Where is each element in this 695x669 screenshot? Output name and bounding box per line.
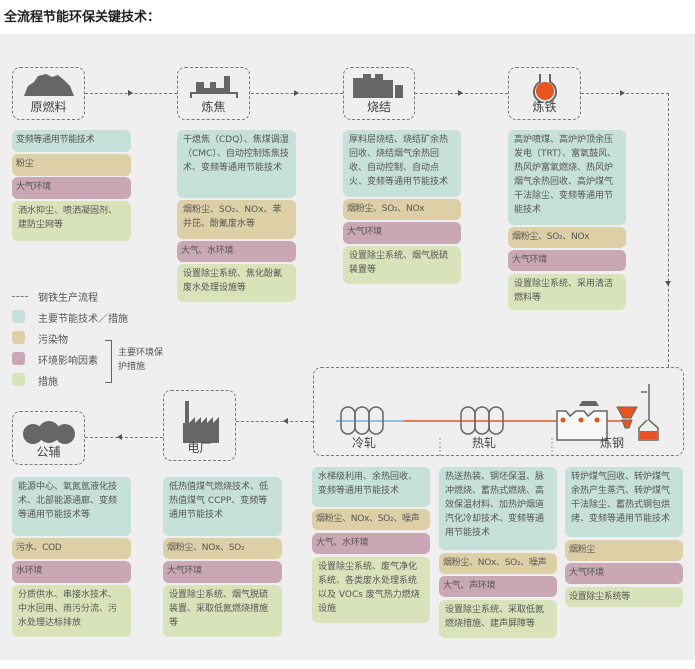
node-rolling-steelmaking: 冷轧 热轧 炼钢 [313, 367, 684, 457]
ore-pile-icon [23, 74, 74, 96]
iron-energy-saving-card: 高炉喷煤、高炉炉顶余压发电（TRT）、富氧鼓风、热风炉富氧燃烧、热风炉烟气余热回… [508, 130, 626, 225]
sinter-pollutant-card: 烟粉尘、SO₂、NOx [343, 199, 461, 220]
sinter-measure-card: 设置除尘系统、烟气脱硫装置等 [343, 246, 461, 284]
hot-environmental-impact-card: 大气、声环境 [439, 576, 557, 597]
power-pollutant-card: 烟粉尘、NOx、SO₂ [163, 538, 282, 559]
node-coking: 炼焦 [177, 67, 250, 120]
legend-bracket-label: 主要环境保护措施 [118, 348, 164, 372]
legend-energy-label: 主要节能技术／措施 [38, 314, 128, 325]
coking-energy-saving-card: 干熄焦（CDQ）、焦煤调湿（CMC）、自动控制炼焦技术、变频等通用节能技术 [177, 130, 296, 198]
power-environmental-impact-card: 大气环境 [163, 561, 282, 583]
steel-measure-card: 设置除尘系统等 [565, 587, 683, 607]
sinter-environmental-impact-card: 大气环境 [343, 222, 461, 244]
cold-energy-saving-card: 水梯级利用、余热回收、变频等通用节能技术 [312, 467, 430, 507]
flow-arrow [283, 418, 288, 424]
flow-line [668, 93, 669, 367]
flow-arrow [128, 90, 133, 96]
hot-measure-card: 设置除尘系统、采取低氮燃烧措施、建声屏障等 [439, 600, 557, 638]
blast-furnace-flask-icon [532, 74, 557, 102]
node-power-plant: 电厂 [163, 390, 236, 461]
node-raw-materials: 原燃料 [12, 67, 85, 120]
power-measure-card: 设置除尘系统、烟气脱硫装置、采取低氮燃烧措施等 [163, 585, 282, 637]
utility-pollutant-card: 污水、COD [12, 538, 131, 559]
raw-environmental-impact-card: 大气环境 [12, 177, 131, 199]
node-label: 电厂 [187, 441, 212, 455]
iron-environmental-impact-card: 大气环境 [508, 250, 626, 271]
legend-bracket [105, 340, 112, 383]
coking-measure-card: 设置除尘系统、焦化酚氰废水处理设施等 [177, 264, 296, 302]
utility-energy-saving-card: 能源中心、氧氮氩液化技术、北部能源通廊、变频等通用节能技术等 [12, 477, 131, 536]
legend-flow-label: 钢铁生产流程 [38, 293, 98, 304]
flow-arrow [620, 90, 625, 96]
legend-swatch-energy [12, 310, 25, 323]
steel-environmental-impact-card: 大气环境 [565, 563, 683, 584]
utility-environmental-impact-card: 水环境 [12, 561, 131, 583]
rolling-steelmaking-illustration [336, 384, 659, 457]
hot-energy-saving-card: 热送热装、钢坯保温、脉冲燃烧、蓄热式燃烧、高效保温材料、加热炉烟道汽化冷却技术、… [439, 467, 557, 550]
coke-oven-icon [189, 76, 238, 98]
flow-arrow [665, 281, 671, 286]
utility-measure-card: 分质供水、串接水技术、中水回用、雨污分流、污水处理达标排放 [12, 585, 131, 637]
node-ironmaking: 炼铁 [508, 67, 581, 120]
flow-line [85, 437, 163, 438]
node-label-cold-rolling: 冷轧 [351, 436, 376, 450]
hot-mill-rolls-icon [460, 406, 504, 435]
flow-arrow [117, 434, 122, 440]
cold-environmental-impact-card: 大气、水环境 [312, 533, 430, 554]
legend-swatch-impact [12, 352, 25, 365]
sinter-plant-icon [353, 74, 403, 98]
flow-arrow [294, 90, 299, 96]
node-label: 炼焦 [201, 100, 226, 114]
node-label: 炼铁 [532, 100, 557, 114]
node-sintering: 烧结 [343, 67, 415, 120]
node-label: 烧结 [366, 100, 391, 114]
iron-pollutant-card: 烟粉尘、SO₂、NOx [508, 227, 626, 248]
ladle-icon [616, 406, 638, 429]
cold-mill-rolls-icon [340, 406, 384, 435]
flow-line [581, 93, 669, 94]
power-energy-saving-card: 低热值煤气燃烧技术、低热值煤气 CCPP、变频等通用节能技术 [163, 477, 282, 536]
converter-icon [556, 401, 608, 441]
factory-icon [182, 401, 219, 443]
node-label-hot-rolling: 热轧 [471, 436, 496, 450]
refining-vessel-icon [638, 384, 659, 441]
coking-environmental-impact-card: 大气、水环境 [177, 241, 296, 262]
raw-pollutant-card: 粉尘 [12, 154, 131, 176]
steel-pollutant-card: 烟粉尘 [565, 540, 683, 561]
page-title: 全流程节能环保关键技术： [4, 10, 161, 25]
iron-measure-card: 设置除尘系统、采用清洁燃料等 [508, 274, 626, 310]
legend-flow-line [12, 296, 28, 297]
cold-pollutant-card: 烟粉尘、NOx、SO₂、噪声 [312, 509, 430, 530]
sinter-energy-saving-card: 厚料层烧结、烧结矿余热回收、烧结烟气余热回收、自动控制、自动点火、变频等通用节能… [343, 130, 461, 197]
node-label: 原燃料 [30, 100, 67, 114]
legend-measure-label: 措施 [38, 377, 58, 388]
steel-energy-saving-card: 转炉煤气回收、转炉煤气余热产生蒸汽、转炉煤气干法除尘、蓄热式钢包烘烤、变频等通用… [565, 467, 683, 537]
storage-tanks-icon [22, 421, 75, 444]
legend-swatch-pollutant [12, 331, 25, 344]
raw-energy-saving-card: 变频等通用节能技术 [12, 130, 131, 152]
legend-swatch-measure [12, 373, 25, 386]
raw-measure-card: 洒水抑尘、喷洒凝固剂、建防尘网等 [12, 201, 131, 241]
coking-pollutant-card: 烟粉尘、SO₂、NOx、苯并芘、酚氰废水等 [177, 200, 296, 239]
flow-line [236, 421, 313, 422]
node-label-steelmaking: 炼钢 [599, 436, 624, 450]
node-label: 公辅 [36, 445, 61, 459]
legend-impact-label: 环境影响因素 [38, 356, 98, 367]
hot-pollutant-card: 烟粉尘、NOx、SO₂、噪声 [439, 553, 557, 574]
node-utilities: 公辅 [12, 411, 85, 465]
flow-arrow [458, 90, 463, 96]
cold-measure-card: 设置除尘系统、废气净化系统、各类废水处理系统以及 VOCs 废气热力燃烧设施 [312, 557, 430, 623]
legend-pollutant-label: 污染物 [38, 335, 68, 346]
